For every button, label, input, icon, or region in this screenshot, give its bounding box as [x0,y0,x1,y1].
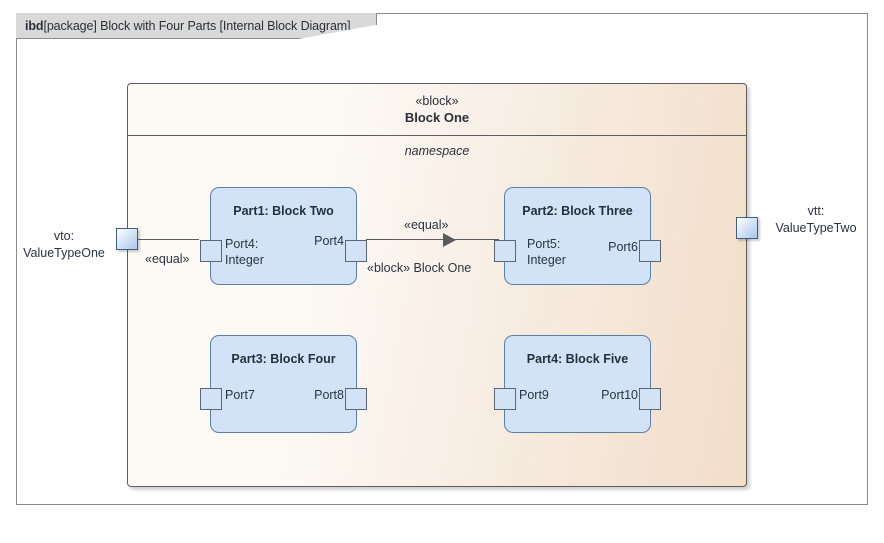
part2-port-right-label: Port6 [608,240,638,254]
connector-left-label: «equal» [145,252,190,266]
frame-title-label: [package] Block with Four Parts [Interna… [43,18,351,33]
block-one[interactable]: «block» Block One namespace Part1: Block… [127,83,747,487]
block-one-stereotype: «block» [415,94,459,108]
part-block-four[interactable]: Part3: Block Four Port7 Port8 [200,335,367,433]
part-block-three[interactable]: Part2: Block Three Port5: Integer Port6 [494,187,661,285]
connector-middle-arrow-icon [443,233,456,247]
part1-port-left[interactable] [200,240,222,262]
part3-port-left-label: Port7 [225,388,255,402]
connector-middle-label-below: «block» Block One [367,261,472,275]
value-type-two-label: vtt: ValueTypeTwo [775,204,857,235]
part-block-two[interactable]: Part1: Block Two Port4: Integer Port4 [200,187,367,285]
part4-port-left-label: Port9 [519,388,549,402]
block-one-header: «block» Block One [128,84,746,136]
part2-port-left-label: Port5: Integer [527,237,566,267]
namespace-label: namespace [404,144,470,158]
part4-port-left[interactable] [494,388,516,410]
part-block-five[interactable]: Part4: Block Five Port9 Port10 [494,335,661,433]
part4-port-right[interactable] [639,388,661,410]
part2-title: Part2: Block Three [522,204,633,218]
namespace-compartment: namespace [128,136,746,166]
part1-port-right-label: Port4 [314,234,344,248]
part3-port-right-label: Port8 [314,388,344,402]
boundary-port-vtt[interactable] [736,217,758,239]
connector-left-line[interactable] [138,239,199,240]
part3-title: Part3: Block Four [231,352,336,366]
part3-port-left[interactable] [200,388,222,410]
frame-header-tab: ibd[package] Block with Four Parts [Inte… [16,13,378,39]
value-type-one-label: vto: ValueTypeOne [23,229,105,260]
part2-port-left[interactable] [494,240,516,262]
part1-title: Part1: Block Two [233,204,334,218]
part3-port-right[interactable] [345,388,367,410]
frame-kind-label: ibd [25,18,44,33]
part4-title: Part4: Block Five [526,352,629,366]
part4-port-right-label: Port10 [601,388,638,402]
boundary-port-vto[interactable] [116,228,138,250]
part2-port-right[interactable] [639,240,661,262]
part1-port-left-label: Port4: Integer [225,237,264,267]
block-one-name: Block One [404,110,470,125]
part1-port-right[interactable] [345,240,367,262]
connector-middle-line[interactable] [366,239,499,240]
connector-middle-label-above: «equal» [404,218,449,232]
